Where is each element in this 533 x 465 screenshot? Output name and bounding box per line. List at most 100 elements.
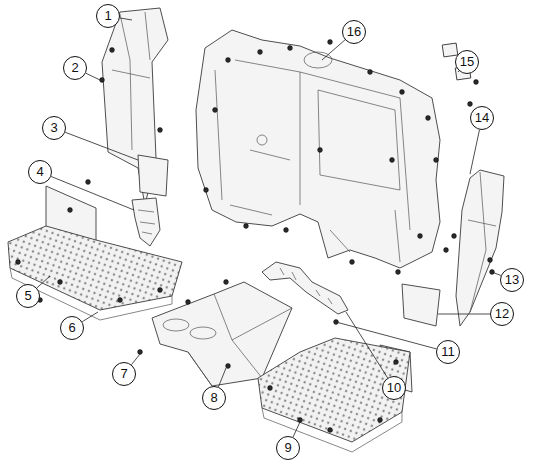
leader-lines — [37, 18, 501, 437]
fastener-clip — [368, 70, 373, 75]
fastener-clip — [226, 58, 231, 63]
adhesive-pad — [442, 43, 458, 57]
fastener-clip — [204, 188, 209, 193]
left-floor-mat — [8, 186, 182, 320]
callout-number: 14 — [470, 106, 494, 130]
fastener-clip — [100, 78, 105, 83]
leader-line — [492, 272, 501, 276]
fastener-clip — [418, 234, 423, 239]
leader-line — [322, 40, 345, 60]
fastener-clip — [350, 260, 355, 265]
leader-line — [470, 130, 479, 174]
callout-number: 11 — [436, 340, 460, 364]
leader-line — [82, 312, 98, 322]
bracket-left — [132, 198, 160, 246]
callout-number: 8 — [202, 386, 226, 410]
fastener-clips — [16, 40, 495, 433]
fastener-clip — [426, 116, 431, 121]
fastener-clip — [394, 360, 399, 365]
callout-number: 13 — [500, 268, 524, 292]
fastener-clip — [226, 364, 231, 369]
small-trim-plate-right — [402, 284, 440, 326]
callout-circle: 8 — [202, 386, 226, 410]
callout-circle: 2 — [63, 56, 87, 80]
callout-number: 1 — [96, 4, 120, 28]
fastener-clip — [213, 108, 218, 113]
fastener-clip — [118, 298, 123, 303]
callout-circle: 5 — [16, 284, 40, 308]
fastener-clip — [268, 386, 273, 391]
callout-number: 16 — [342, 20, 366, 44]
leader-line — [86, 73, 100, 80]
fastener-clip — [488, 258, 493, 263]
callout-number: 15 — [455, 50, 479, 74]
leader-line — [65, 132, 138, 160]
callout-number: 3 — [42, 116, 66, 140]
callout-circle: 14 — [470, 106, 494, 130]
leader-line — [37, 276, 50, 288]
leader-line — [293, 422, 300, 437]
leader-line — [336, 322, 436, 349]
callout-number: 9 — [276, 436, 300, 460]
callout-circle: 12 — [490, 302, 514, 326]
callout-number: 7 — [112, 362, 136, 386]
right-side-trim-panel — [456, 170, 504, 326]
fastener-clip — [258, 50, 263, 55]
fastener-clip — [318, 148, 323, 153]
callout-circle: 11 — [436, 340, 460, 364]
callout-circle: 3 — [42, 116, 66, 140]
callout-circle: 13 — [500, 268, 524, 292]
fastener-clip — [68, 208, 73, 213]
fastener-clip — [244, 224, 249, 229]
leader-line — [51, 176, 134, 210]
fastener-clip — [158, 288, 163, 293]
small-trim-plate — [138, 155, 168, 196]
fastener-clip — [284, 228, 289, 233]
fastener-clip — [186, 300, 191, 305]
fastener-clip — [298, 418, 303, 423]
fastener-clip — [138, 350, 143, 355]
fastener-clip — [110, 48, 115, 53]
fastener-clip — [390, 158, 395, 163]
fastener-clip — [158, 128, 163, 133]
leader-line — [346, 312, 388, 378]
callout-number: 5 — [16, 284, 40, 308]
callout-circle: 1 — [96, 4, 120, 28]
fastener-clip — [328, 40, 333, 45]
callout-circle: 4 — [28, 160, 52, 184]
fastener-clip — [452, 234, 457, 239]
right-floor-mat — [258, 338, 412, 452]
fastener-clip — [378, 418, 383, 423]
fastener-clip — [434, 158, 439, 163]
callout-circle: 15 — [455, 50, 479, 74]
support-bracket-strip — [262, 262, 348, 314]
fastener-clip — [444, 248, 449, 253]
fastener-clip — [288, 46, 293, 51]
callout-number: 2 — [63, 56, 87, 80]
leader-line — [218, 368, 226, 387]
fastener-clip — [400, 90, 405, 95]
fastener-clip — [468, 102, 473, 107]
callout-circle: 9 — [276, 436, 300, 460]
callout-circle: 7 — [112, 362, 136, 386]
fastener-clip — [328, 428, 333, 433]
callout-number: 6 — [60, 316, 84, 340]
callout-number: 4 — [28, 160, 52, 184]
callout-number: 10 — [382, 376, 406, 400]
fastener-clip — [224, 280, 229, 285]
callout-number: 12 — [490, 302, 514, 326]
callout-circle: 16 — [342, 20, 366, 44]
rear-back-panel — [196, 30, 440, 268]
fastener-clip — [396, 270, 401, 275]
leader-line — [438, 314, 490, 315]
fastener-clip — [58, 280, 63, 285]
callout-circle: 6 — [60, 316, 84, 340]
fastener-clip — [474, 80, 479, 85]
leader-line — [120, 18, 132, 20]
fastener-clip — [86, 180, 91, 185]
left-side-trim-panel — [102, 8, 168, 205]
callout-circle: 10 — [382, 376, 406, 400]
fastener-clip — [16, 260, 21, 265]
leader-line — [131, 354, 140, 365]
